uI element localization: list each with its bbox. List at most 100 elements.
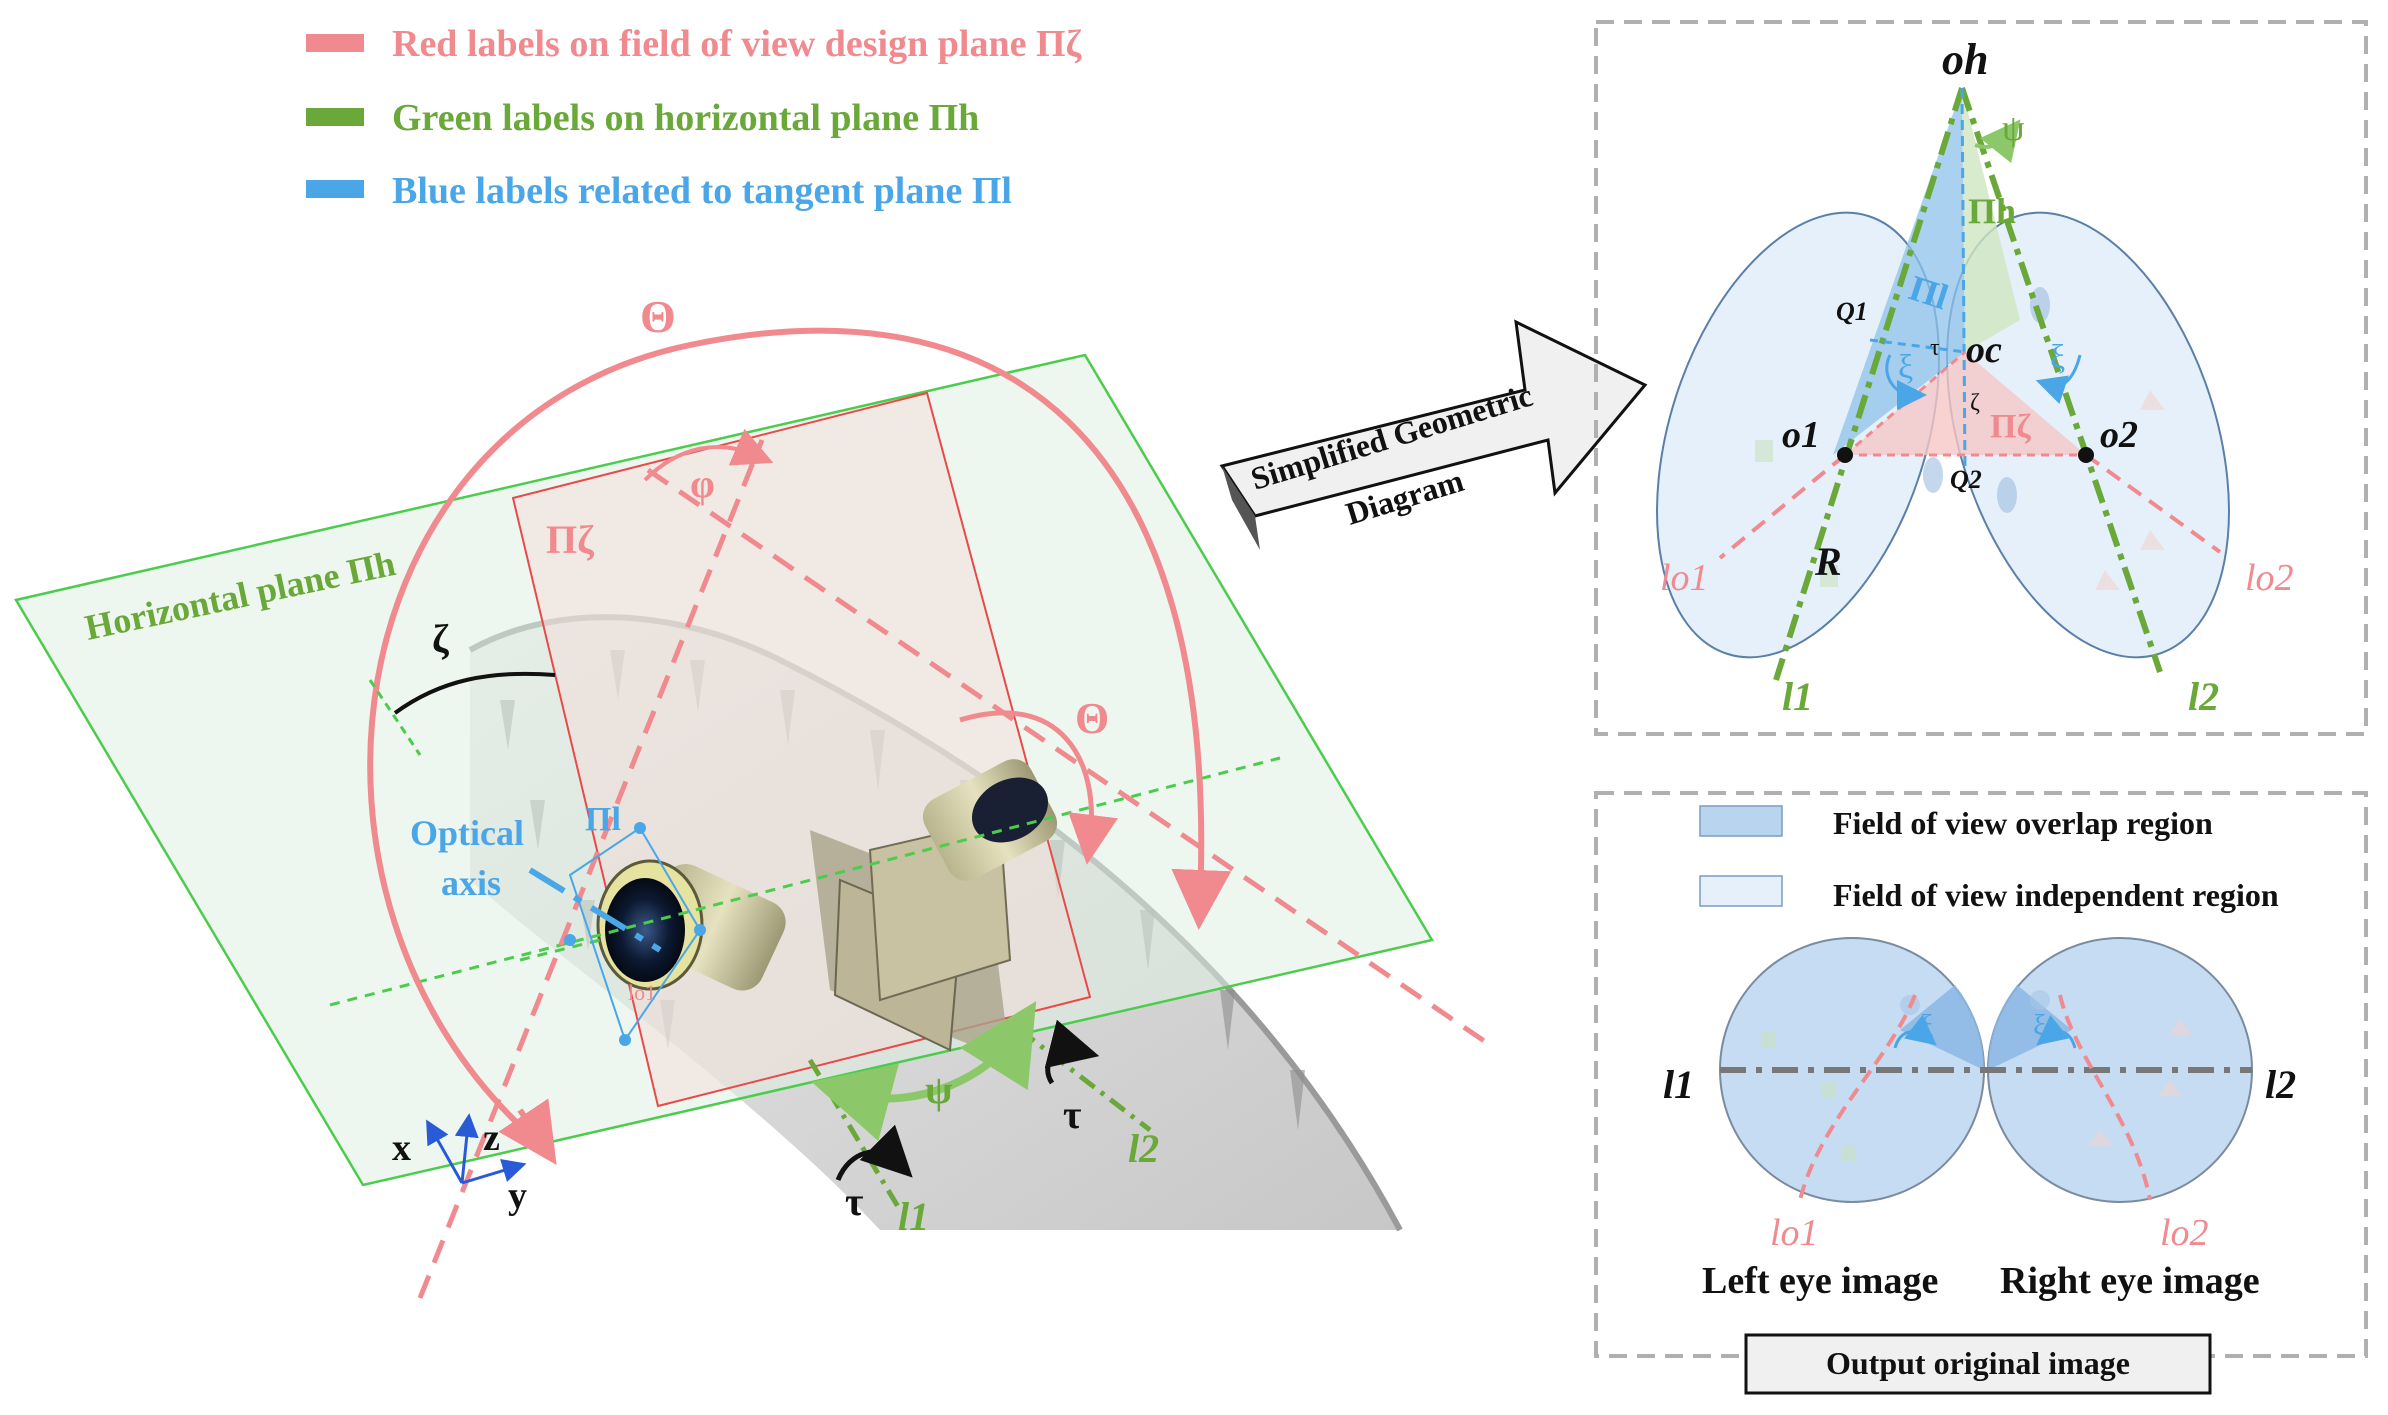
independent-legend-label: Field of view independent region xyxy=(1833,877,2279,913)
legend: Red labels on field of view design plane… xyxy=(306,23,1082,212)
optical-axis-label-2: axis xyxy=(441,863,501,903)
axis-x-label: x xyxy=(392,1127,411,1169)
tau-right-arc xyxy=(1044,1019,1100,1085)
phi-label: φ xyxy=(690,461,715,506)
left-eye-overlap xyxy=(1900,985,1985,1070)
left-fov-ellipse xyxy=(1656,211,1940,659)
tau-left-arc xyxy=(835,1124,913,1182)
horizontal-plane xyxy=(14,353,1434,1187)
geo-R-label: R xyxy=(1814,539,1842,584)
output-panel: Field of view overlap region Field of vi… xyxy=(1594,791,2368,1395)
geo-oh-label: oh xyxy=(1942,35,1988,84)
plane-dashed-line-2 xyxy=(519,938,601,962)
geo-pi-h-label: Πh xyxy=(1968,191,2016,231)
optical-axis-label-1: Optical xyxy=(410,813,524,853)
theta-top-label: Θ xyxy=(640,291,676,342)
tau-right-label: τ xyxy=(1063,1092,1081,1137)
out-lo1-label: lo1 xyxy=(1770,1212,1819,1254)
overlap-legend-label: Field of view overlap region xyxy=(1833,805,2213,841)
lo1-small-label: lo1 xyxy=(628,980,656,1005)
independent-swatch xyxy=(1699,875,1783,907)
geo-tau-label: τ xyxy=(1930,335,1940,361)
o1-point xyxy=(1837,447,1853,463)
zeta-label: ζ xyxy=(432,616,449,661)
geo-o2-label: o2 xyxy=(2100,414,2138,456)
axis-y-label: y xyxy=(508,1175,527,1217)
phi-arc xyxy=(643,428,774,482)
optical-axis-line xyxy=(528,867,662,953)
theta-arc-small xyxy=(959,710,1118,865)
l1-label: l1 xyxy=(898,1194,929,1239)
pi-h-triangle xyxy=(1962,88,2020,352)
left-eye-caption: Left eye image xyxy=(1702,1260,1938,1302)
geo-oc-label: oc xyxy=(1966,329,2002,371)
psi-arc-start xyxy=(811,1063,899,1141)
ellipse-decorations xyxy=(1755,287,2165,590)
right-eye-caption: Right eye image xyxy=(2000,1260,2260,1302)
out-lo2-label: lo2 xyxy=(2160,1212,2209,1254)
red-dashed-line-right xyxy=(646,467,1492,1048)
eye-decorations xyxy=(1762,990,2192,1161)
left-xi-arc xyxy=(1893,1014,1937,1049)
legend-green-swatch xyxy=(306,108,364,126)
theta-arc-start-arrow xyxy=(498,1098,557,1165)
right-xi-label: ξ xyxy=(2033,1009,2046,1042)
geo-pi-zeta-label: Πζ xyxy=(1990,408,2031,445)
theta-right-label: Θ xyxy=(1075,694,1109,743)
psi-label: ψ xyxy=(925,1067,953,1112)
right-xi-arc xyxy=(2036,1014,2077,1049)
geo-psi-label: ψ xyxy=(2002,108,2025,148)
tau-left-label: τ xyxy=(845,1179,863,1224)
simplified-arrow: Simplified Geometric Diagram xyxy=(1219,319,1648,550)
zeta-arc xyxy=(393,671,556,715)
geo-lo1-upper xyxy=(1844,350,1966,457)
pi-zeta-label: Πζ xyxy=(546,517,594,562)
legend-blue-label: Blue labels related to tangent plane Πl xyxy=(392,170,1012,212)
pi-zeta-triangle xyxy=(1845,352,2086,455)
l2-line xyxy=(1018,1028,1152,1132)
geo-o1-label: o1 xyxy=(1782,414,1820,456)
tangent-plane-nodes xyxy=(564,822,706,1046)
plane-dashed-line-1 xyxy=(329,756,1281,1007)
legend-blue-swatch xyxy=(306,180,364,198)
coordinate-axes: x z y xyxy=(392,1113,527,1217)
geo-l2-label: l2 xyxy=(2188,674,2219,719)
geo-xi-left-label: ξ xyxy=(1898,349,1913,386)
zeta-green-dash xyxy=(368,679,422,756)
left-lo1-curve xyxy=(1798,994,1917,1201)
right-lens-glass xyxy=(971,777,1049,843)
geometric-panel-border xyxy=(1594,20,2368,736)
geo-l1-label: l1 xyxy=(1782,674,1813,719)
geo-lo2-label: lo2 xyxy=(2245,557,2294,599)
l2-label: l2 xyxy=(1128,1126,1159,1171)
geo-lo1-line xyxy=(1718,453,1847,560)
red-dashed-line-main xyxy=(417,439,765,1299)
output-original-image-button[interactable] xyxy=(1744,1333,2212,1395)
out-l1-label: l1 xyxy=(1663,1062,1694,1107)
geo-lo1-label: lo1 xyxy=(1660,557,1709,599)
legend-red-label: Red labels on field of view design plane… xyxy=(392,23,1082,65)
theta-arc-large xyxy=(367,327,1232,1138)
left-xi-label: ξ xyxy=(1920,1009,1933,1042)
arrow-shadow xyxy=(1222,466,1260,550)
overlap-swatch xyxy=(1699,805,1783,837)
o2-point xyxy=(2078,447,2094,463)
pi-l-label: Πl xyxy=(585,801,621,838)
geo-xi-right-label: ξ xyxy=(2050,339,2065,376)
geo-zeta-label: ζ xyxy=(1970,390,1980,416)
output-button-label: Output original image xyxy=(1826,1345,2130,1381)
geo-xi-right-arc xyxy=(2035,354,2082,404)
geo-q1-line xyxy=(1869,338,1966,354)
geo-xi-left-arc xyxy=(1885,354,1927,410)
geo-l1-line xyxy=(1773,87,1965,681)
arrow-shape xyxy=(1219,319,1648,518)
geo-psi-arc xyxy=(1974,119,2021,164)
out-l2-label: l2 xyxy=(2265,1062,2296,1107)
legend-green-label: Green labels on horizontal plane Πh xyxy=(392,97,979,139)
axis-z-label: z xyxy=(483,1117,500,1159)
right-eye-overlap xyxy=(1987,985,2072,1070)
legend-red-swatch xyxy=(306,34,364,52)
geometric-panel: oh ψ Πh Πl Q1 τ oc ξ ξ ζ Πζ o1 o2 Q2 R l… xyxy=(1594,20,2368,736)
left-lens-glass xyxy=(605,878,685,982)
